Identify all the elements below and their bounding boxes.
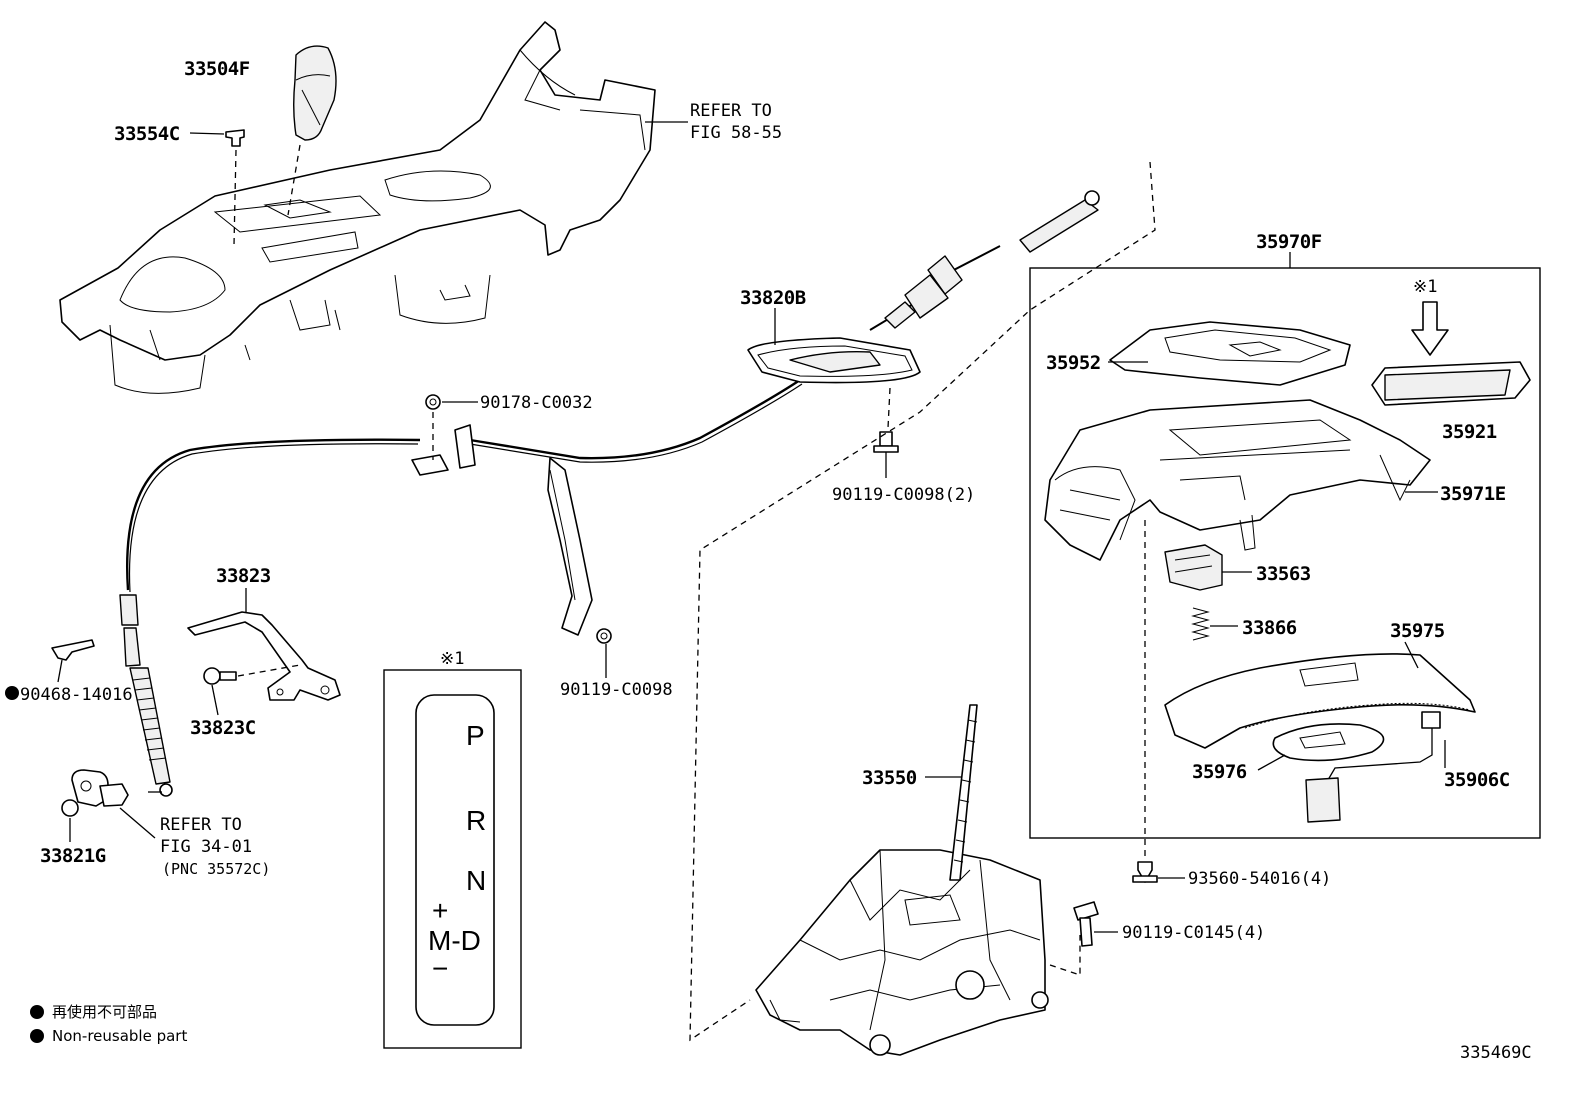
label-lock-clip: 33821G [40,845,106,867]
gate-plus: + [432,895,448,926]
label-bolt-cable: 90119-C0098 [560,680,673,700]
label-boot: 33820B [740,287,806,309]
lock-clip [61,799,79,817]
gate-md: M-D [428,925,481,956]
lower-cover [1164,653,1476,749]
label-screw: 93560-54016(4) [1188,869,1331,889]
label-lever: 33550 [862,767,917,789]
center-console-panel [59,21,656,394]
label-gate-mark: ※1 [440,649,464,669]
shifter-housing [1044,399,1431,561]
label-cover: 35975 [1390,620,1445,642]
gate-minus: − [432,953,448,984]
key-lock-cylinder [71,769,129,807]
gate-p: P [466,720,485,751]
label-indicator: 35921 [1442,421,1497,443]
label-refer-console-1: REFER TO [690,101,772,121]
label-assy: 35970F [1256,231,1322,253]
label-upper: 35952 [1046,352,1101,374]
bolt-boot [873,431,899,478]
label-housing: 35971E [1440,483,1506,505]
legend-dot-2-icon [30,1029,44,1043]
figure-id: 335469C [1460,1043,1532,1063]
bolt-cable [596,628,612,644]
position-sensor [1305,711,1441,823]
cable-bracket [187,611,341,701]
legend-dot-1-icon [30,1005,44,1019]
label-solenoid: 33563 [1256,563,1311,585]
label-bracket-bolt: 33823C [190,717,256,739]
label-bracket: 33823 [216,565,271,587]
label-knob: 33504F [184,58,250,80]
label-nut-top: 90178-C0032 [480,393,593,413]
bracket-bolt [203,667,237,685]
gate-n: N [466,865,486,896]
label-refer-lock-2: FIG 34-01 [160,837,252,857]
legend-line-1: 再使用不可部品 [52,1003,157,1021]
shift-gate-panel [383,669,522,1049]
gate-r: R [466,805,486,836]
bolt-base [1073,901,1099,947]
shift-boot [747,337,921,384]
label-bolt-boot: 90119-C0098(2) [832,485,975,505]
label-refer-lock-1: REFER TO [160,815,242,835]
shift-knob [293,45,337,141]
label-knob-clip: 33554C [114,123,180,145]
label-refer-lock-3: (PNC 35572C) [162,860,270,878]
label-bolt-base: 90119-C0145(4) [1122,923,1265,943]
non-reusable-dot-icon [5,686,19,700]
label-sensor: 35906C [1444,769,1510,791]
screw [1132,861,1158,883]
shift-cable [119,190,1100,797]
label-plate: 35976 [1192,761,1247,783]
nut-top [425,394,441,410]
label-note-mark: ※1 [1413,277,1437,297]
clip [51,639,95,661]
upper-panel [1109,321,1351,386]
assembly-box [1029,267,1541,839]
label-clip: 90468-14016 [20,685,133,705]
legend-line-2: Non-reusable part [52,1027,187,1045]
position-indicator [1371,361,1531,406]
label-refer-console-2: FIG 58-55 [690,123,782,143]
shift-lever-base [755,849,1049,1056]
shift-lever [949,704,978,881]
label-spring: 33866 [1242,617,1297,639]
spring [1191,607,1210,641]
knob-clip [225,129,245,147]
note-arrow-icon [1411,301,1449,356]
lower-plate [1272,723,1385,762]
solenoid [1164,544,1223,591]
